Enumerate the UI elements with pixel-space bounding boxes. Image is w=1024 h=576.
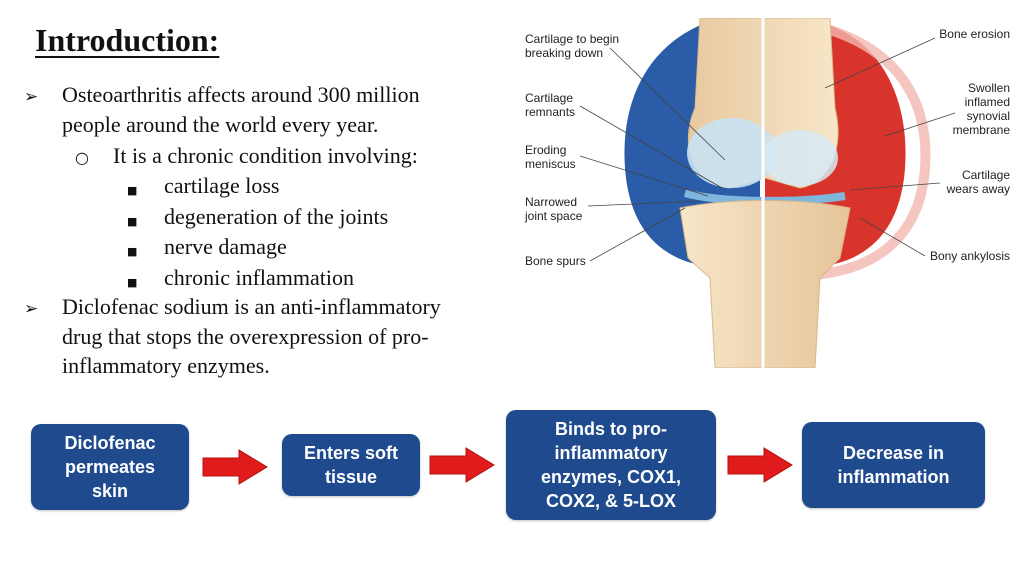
label-bone-erosion: Bone erosion (939, 27, 1010, 41)
list-item: ■ chronic inflammation (127, 263, 354, 293)
cartilage (687, 118, 777, 188)
right-arrow-icon (727, 447, 793, 483)
square-bullet-icon: ■ (127, 215, 138, 228)
bullet-1-line-2: people around the world every year. (62, 112, 379, 137)
list-item: ■ degeneration of the joints (127, 202, 388, 232)
tibia-bone (679, 200, 851, 368)
bullet-2-line-3: inflammatory enzymes. (62, 353, 270, 378)
list-item: ■ cartilage loss (127, 171, 279, 201)
square-bullet-icon: ■ (127, 184, 138, 197)
sub-bullet: ○ It is a chronic condition involving: (75, 141, 418, 171)
square-bullet-icon: ■ (127, 245, 138, 258)
list-item: ■ nerve damage (127, 232, 287, 262)
arrow-bullet-icon: ➢ (24, 299, 39, 319)
label-bone-spurs: Bone spurs (525, 254, 586, 268)
right-arrow-icon (202, 449, 268, 485)
label-bony-ankylosis: Bony ankylosis (930, 249, 1010, 263)
circle-bullet-icon: ○ (75, 148, 89, 167)
bullet-1-line-1: ➢ Osteoarthritis affects around 300 mill… (24, 80, 420, 110)
flow-step-decrease-inflammation: Decrease in inflammation (802, 422, 985, 508)
slide-title: Introduction: (35, 22, 220, 58)
flow-step-binds-enzymes: Binds to pro- inflammatory enzymes, COX1… (506, 410, 716, 520)
bullet-2-line-1: ➢ Diclofenac sodium is an anti-inflammat… (24, 292, 441, 322)
flow-step-permeates-skin: Diclofenac permeates skin (31, 424, 189, 510)
flow-step-enters-soft-tissue: Enters soft tissue (282, 434, 420, 496)
arrow-bullet-icon: ➢ (24, 87, 39, 107)
square-bullet-icon: ■ (127, 276, 138, 289)
bullet-2-line-2: drug that stops the overexpression of pr… (62, 324, 429, 349)
right-arrow-icon (429, 447, 495, 483)
